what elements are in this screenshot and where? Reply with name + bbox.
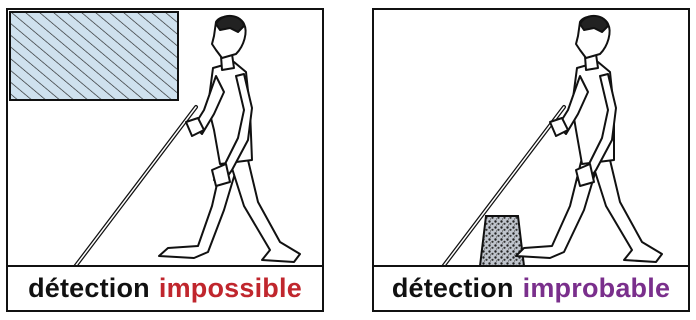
caption-qualifier: impossible <box>159 273 302 304</box>
scene-illustration <box>374 10 688 267</box>
panel-detection-improbable: détection improbable <box>372 8 690 312</box>
person-with-cane <box>442 16 662 265</box>
caption-qualifier: improbable <box>523 273 671 304</box>
caption-main: détection <box>392 273 514 304</box>
ground-obstacle <box>480 216 524 265</box>
caption: détection improbable <box>374 267 688 310</box>
panel-detection-impossible: détection impossible <box>6 8 324 312</box>
scene-svg <box>374 10 688 265</box>
scene-illustration <box>8 10 322 267</box>
scene-svg <box>8 10 322 265</box>
caption-main: détection <box>28 273 150 304</box>
caption: détection impossible <box>8 267 322 310</box>
overhead-obstacle <box>10 12 178 100</box>
